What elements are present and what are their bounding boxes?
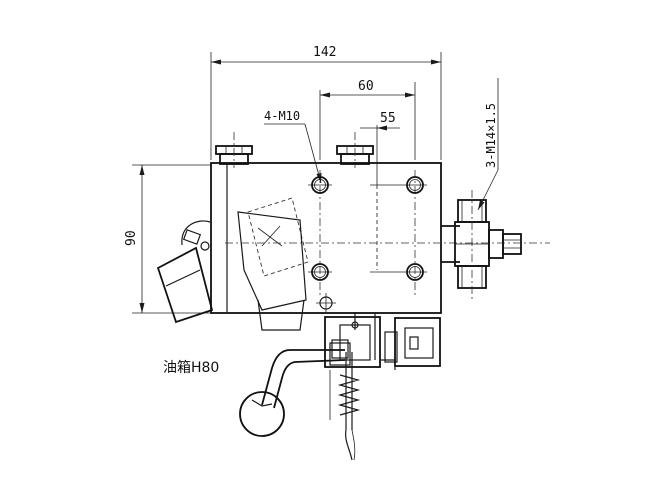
dimension-hole-offset: 55 [360, 111, 400, 185]
dimension-hole-spacing: 60 [319, 79, 416, 160]
bolt-head-left [215, 132, 253, 168]
bolt-hole-top-right [370, 176, 427, 194]
bolt-hole-bottom-left [308, 263, 332, 281]
angled-cylinder [156, 220, 214, 324]
dim-label-60: 60 [358, 79, 374, 94]
callout-label-3-m14: 3-M14×1.5 [484, 103, 498, 168]
dimension-overall-width: 142 [210, 45, 442, 160]
bolt-hole-bottom-right [370, 263, 427, 281]
oil-tank-label: 油箱H80 [163, 360, 219, 376]
handle-ball-knob [239, 391, 285, 437]
dim-label-55: 55 [380, 111, 396, 126]
spring-rod [329, 352, 361, 461]
bolt-head-center [336, 132, 374, 168]
valve-block [210, 162, 550, 314]
hand-lever-ghost [247, 197, 309, 277]
dim-label-142: 142 [313, 45, 336, 60]
solenoid-unit [380, 317, 441, 370]
bolt-hole-top-left [308, 176, 332, 194]
dim-label-90: 90 [124, 230, 139, 246]
callout-bolt-holes: 4-M10 [264, 109, 322, 184]
dimension-height: 90 [124, 164, 212, 314]
callout-port-thread: 3-M14×1.5 [477, 78, 499, 211]
hand-lever-body [237, 211, 307, 331]
pivot-pin [316, 293, 336, 313]
handle-bar [261, 342, 351, 409]
port-fitting [441, 190, 522, 300]
callout-label-4-m10: 4-M10 [264, 109, 300, 123]
